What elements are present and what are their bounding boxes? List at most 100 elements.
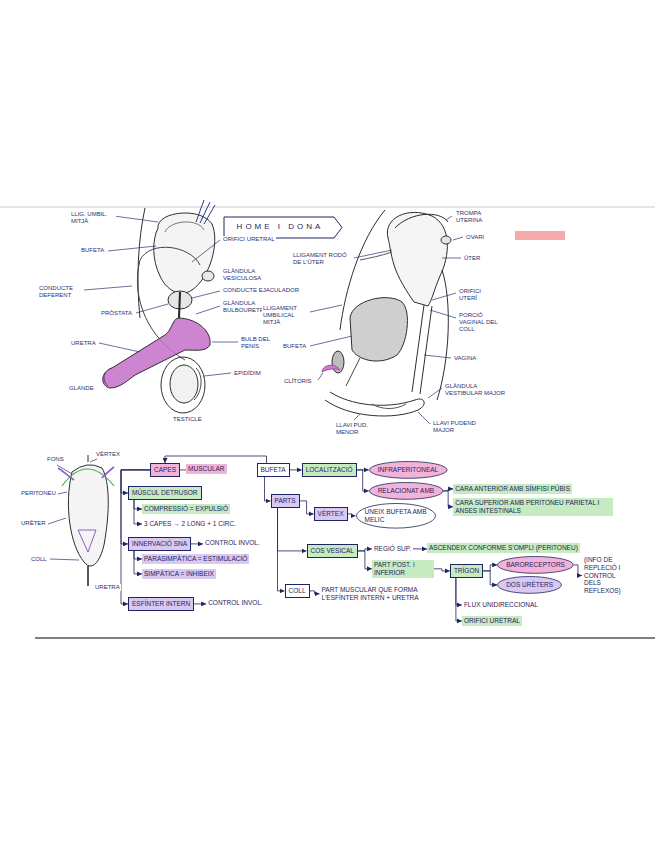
oval-outline (498, 577, 562, 594)
oval-outline (356, 504, 435, 529)
leader-line (354, 414, 360, 420)
concept-text: CONTROL INVOL. (205, 539, 260, 547)
leader-line (57, 465, 72, 474)
leader-line (192, 240, 220, 262)
part-label: VÈRTEX (95, 451, 121, 458)
concept-box: BARORECEPTORS (497, 556, 574, 574)
concept-box: ESFÍNTER INTERN (128, 597, 194, 611)
concept-text: BUFETA (261, 466, 286, 474)
concept-box: UNEIX BUFETA AMB MELIC (356, 503, 436, 529)
concept-box: INNERVACIÓ SNA (128, 537, 191, 551)
concept-box: VÈRTEX (314, 507, 348, 521)
part-label: PORCIÓ VAGINAL DEL COLL (458, 312, 508, 333)
concept-text: PARTS (275, 497, 296, 505)
male-figure (103, 200, 215, 413)
concept-text: PART MUSCULAR QUE FORMA L'ESFÍNTER INTER… (322, 586, 448, 602)
part-label: ORIFICI UTERÍ (458, 288, 498, 302)
concept-box: SIMPÀTICA = INHIBEIX (142, 569, 216, 579)
connector (134, 500, 142, 524)
ovary (441, 236, 451, 244)
concept-text: REGIÓ SUP. (374, 545, 411, 553)
connector (483, 571, 497, 585)
leader-line (453, 237, 463, 240)
connector (134, 551, 142, 574)
oval-outline (369, 483, 442, 500)
concept-box: COMPRESSIÓ = EXPULSIÓ (142, 504, 230, 514)
part-label: LLIGAMENT RODÓ DE L'ÚTER (292, 252, 354, 266)
concept-box: COLL (285, 584, 310, 598)
leader-line (430, 310, 456, 318)
concept-text: 3 CAPES → 2 LONG + 1 CIRC. (144, 520, 236, 528)
part-label: CONDUCTE EJACULADOR (222, 287, 300, 294)
concept-box: ASCENDEIX CONFORME S'OMPLI (PERITONEU) (427, 543, 580, 553)
concept-text: ASCENDEIX CONFORME S'OMPLI (PERITONEU) (429, 544, 578, 552)
part-label: URETRA (70, 340, 97, 347)
part-label: ÚTER (463, 255, 481, 262)
bladder (350, 298, 407, 361)
leader-line (428, 388, 442, 398)
connector (278, 508, 307, 551)
concept-box: TRÍGON (450, 564, 483, 578)
connector (191, 543, 203, 544)
sticky-tab (515, 231, 565, 240)
epididymis (194, 368, 201, 400)
leader-line (418, 412, 430, 424)
concept-box: PARASIMPÀTICA = ESTIMULACIÓ (142, 554, 249, 564)
scrotum (161, 357, 205, 413)
leader-line (310, 305, 342, 312)
vagina (412, 305, 432, 394)
concept-text: PART POST. I INFERIOR (374, 561, 432, 577)
part-label: TROMPA UTERINA (455, 210, 503, 224)
clitoris (322, 365, 340, 372)
concept-text: CAPES (154, 466, 176, 474)
concept-box: BUFETA (257, 463, 290, 477)
concept-box: REGIÓ SUP. (372, 544, 413, 554)
leader-lines (48, 459, 97, 560)
part-label: PRÒSTATA (100, 310, 133, 317)
concept-text: ORIFICI URETRAL (464, 617, 520, 625)
part-label: COLL (30, 556, 48, 563)
urethra (87, 566, 89, 586)
concept-box: CARA ANTERIOR AMB SÍMFISI PÚBIS (453, 484, 572, 494)
concept-box: ORIFICI URETRAL (462, 616, 522, 626)
concept-text: MUSCULAR (188, 465, 224, 473)
part-label: URETRA (94, 584, 121, 591)
concept-box: FLUX UNIDIRECCIONAL (462, 600, 540, 610)
concept-text: ESFÍNTER INTERN (132, 600, 190, 608)
connector (348, 514, 356, 516)
part-label: VAGINA (453, 355, 477, 362)
leader-line (114, 216, 158, 222)
concept-box: INFRAPERITONEAL (369, 461, 448, 479)
connector (290, 469, 302, 470)
labia-minora (372, 404, 406, 409)
urachus (88, 455, 89, 462)
connector (134, 551, 142, 559)
leader-line (58, 492, 67, 494)
concept-text: UNEIX BUFETA AMB MELIC (365, 508, 427, 524)
concept-box: DOS URÈTERS (497, 576, 562, 594)
part-label: URÈTER (20, 520, 47, 527)
concept-text: TRÍGON (454, 567, 479, 575)
concept-text: CONTROL INVOL. (208, 599, 263, 607)
urethra (346, 358, 360, 386)
part-label: LLAVI PUD. MENOR (335, 422, 375, 436)
trigone (78, 530, 96, 552)
seminal-vesicle (202, 271, 214, 281)
ureter (102, 467, 114, 478)
connector (300, 501, 314, 514)
connector (357, 470, 369, 491)
concept-text: SIMPÀTICA = INHIBEIX (144, 570, 214, 578)
oval-outline (369, 462, 447, 479)
concept-box: PARTS (271, 494, 300, 508)
concept-text: RELACIONAT AMB (378, 487, 434, 495)
bladder-wall (165, 222, 204, 232)
part-label: EPIDÍDIM (233, 370, 262, 377)
title-text: HOME I DONA (226, 222, 334, 231)
leader-line (192, 291, 220, 298)
leader-line (99, 343, 140, 352)
connector (574, 565, 582, 576)
leader-line (204, 373, 231, 376)
part-label: TESTICLE (172, 416, 203, 423)
concept-text: COMPRESSIÓ = EXPULSIÓ (144, 505, 228, 513)
